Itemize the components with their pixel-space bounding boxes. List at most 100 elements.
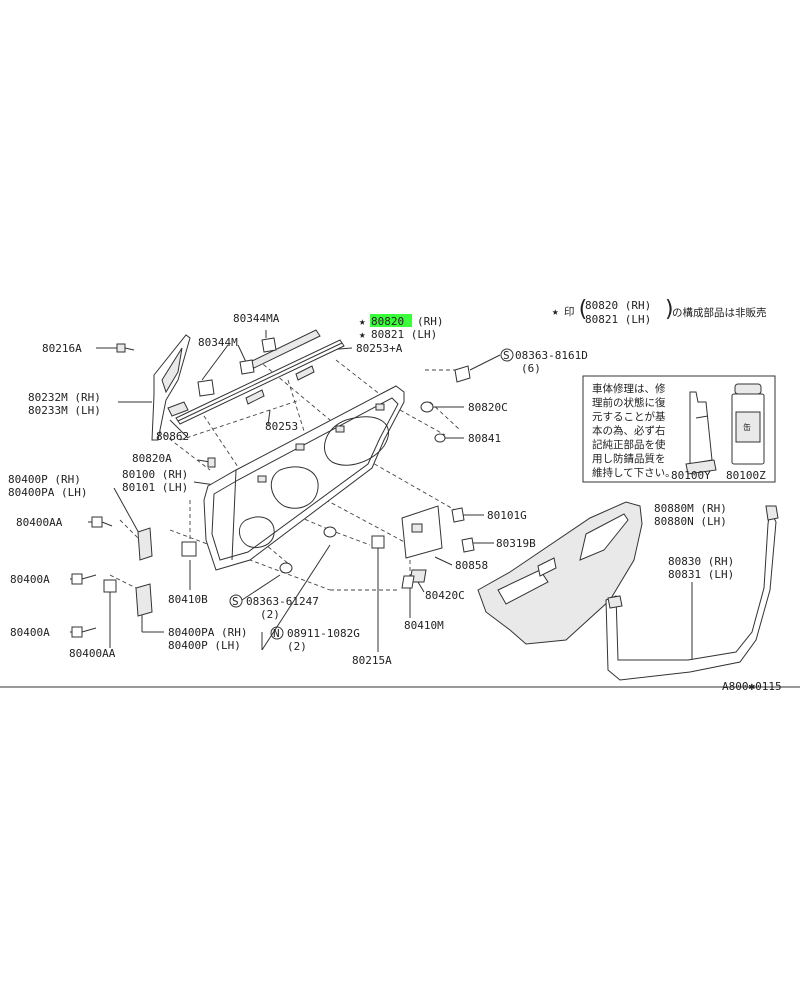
circle-s-letter-2: S [232,595,239,608]
highlight-80820 [370,314,412,327]
label-80880M: 80880M (RH) [654,502,727,515]
circle-s-marker-1: S [500,348,514,362]
label-08911-1082G-qty: (2) [287,640,307,653]
repair-line-5: 記純正部品を使 [592,438,666,451]
header-bracket-open: ( [576,297,589,322]
cover-80858 [401,505,443,559]
label-80215A: 80215A [352,654,392,667]
label-80344M: 80344M [198,336,238,349]
label-80841: 80841 [468,432,501,445]
label-80400P-lh: 80400P (LH) [168,639,241,652]
clip-80319B [461,537,475,553]
label-80820A: 80820A [132,452,172,465]
header-rh-part: 80820 (RH) [585,299,651,312]
label-80400P-rh: 80400P (RH) [8,473,81,486]
label-08363-8161D-qty: (6) [521,362,541,375]
label-80101G: 80101G [487,509,527,522]
label-80253: 80253 [265,420,298,433]
clip-80820C [420,401,434,413]
striker-80215A [371,535,385,549]
header-bracket-close: ) [663,297,676,322]
grommet-80841 [434,433,446,443]
leader-lines [70,330,693,672]
hinge-80400PA [135,583,153,617]
repair-info-box: 車体修理は、修 理前の状態に復 元することが基 本の為、必ず右 記純正部品を使 … [582,375,776,483]
repair-line-3: 元することが基 [592,410,666,423]
screw-08363-61247 [279,562,293,574]
label-80400A-top: 80400A [10,573,50,586]
label-star-80821: ★ [359,328,366,341]
label-80400PA-lh: 80400PA (LH) [8,486,87,499]
repair-line-6: 用し防錆品質を [592,452,666,465]
label-80831: 80831 (LH) [668,568,734,581]
screw-08363-8161D [454,365,471,383]
bolt-80216A [116,343,135,353]
circle-s-marker-2: S [229,594,243,608]
label-80880N: 80880N (LH) [654,515,727,528]
repair-line-1: 車体修理は、修 [592,382,666,395]
clip-80344M [197,359,255,397]
header-note: ★ 印 ( 80820 (RH) 80821 (LH) ) の構成部品は非販売 [552,297,767,326]
label-08911-1082G: 08911-1082G [287,627,360,640]
bolt-80400AA-bottom [103,579,117,593]
label-80253A: 80253+A [356,342,403,355]
stopper-80410B [181,541,197,557]
parts: S S N [71,329,779,681]
label-80410B: 80410B [168,593,208,606]
label-80100: 80100 (RH) [122,468,188,481]
label-80400AA-bottom: 80400AA [69,647,116,660]
weatherstrip-80830 [605,505,779,681]
label-80820C: 80820C [468,401,508,414]
header-lh-part: 80821 (LH) [585,313,651,326]
label-80821: 80821 (LH) [371,328,437,341]
label-80830: 80830 (RH) [668,555,734,568]
header-suffix: の構成部品は非販売 [672,306,767,319]
label-80820-rh: (RH) [417,315,444,328]
bolt-80400A-bottom [71,626,97,638]
label-80101: 80101 (LH) [122,481,188,494]
can-label-glyph: 缶 [743,422,751,432]
label-80216A: 80216A [42,342,82,355]
hinge-80400P [137,527,153,561]
label-80858: 80858 [455,559,488,572]
tab-80820A [207,457,216,468]
door-shell-80100 [203,385,405,571]
label-80344MA: 80344MA [233,312,280,325]
diagram-code: A800✱0115 [722,680,782,693]
label-80319B: 80319B [496,537,536,550]
header-prefix: 印 [564,306,575,318]
circle-n-letter: N [273,627,280,640]
circle-s-letter-1: S [503,349,510,362]
block-80862 [167,401,189,417]
label-80400A-bottom: 80400A [10,626,50,639]
label-80420C: 80420C [425,589,465,602]
repair-line-4: 本の為、必ず右 [592,424,666,437]
door-trim-80880M [477,501,643,645]
bolt-80400AA-top [91,516,113,528]
circle-n-marker: N [270,626,284,640]
repair-line-2: 理前の状態に復 [592,396,666,409]
bolt-80400A-top [71,573,97,585]
clip-80344MA [261,337,277,353]
label-80400PA-rh: 80400PA (RH) [168,626,247,639]
label-08363-61247: 08363-61247 [246,595,319,608]
label-08363-61247-qty: (2) [260,608,280,621]
label-08363-8161D: 08363-8161D [515,349,588,362]
repair-line-7: 維持して下さい。 [592,466,676,479]
header-star: ★ [552,305,559,318]
part-labels: 80344MA ★ 80820 (RH) ★ 80821 (LH) 80216A… [8,312,734,667]
label-80862: 80862 [156,430,189,443]
label-80410M: 80410M [404,619,444,632]
label-star-80820: ★ [359,315,366,328]
spray-can-icon: 缶 [731,383,765,465]
sealant-tube-icon [685,391,717,475]
clip-80101G [451,507,465,523]
label-80820: 80820 [371,315,404,328]
label-80100Z: 80100Z [726,469,766,482]
weatherstrip-80820 [175,329,345,425]
label-80232M: 80232M (RH) [28,391,101,404]
corner-piece-80232M [151,334,191,441]
lever-80410M [401,575,415,589]
